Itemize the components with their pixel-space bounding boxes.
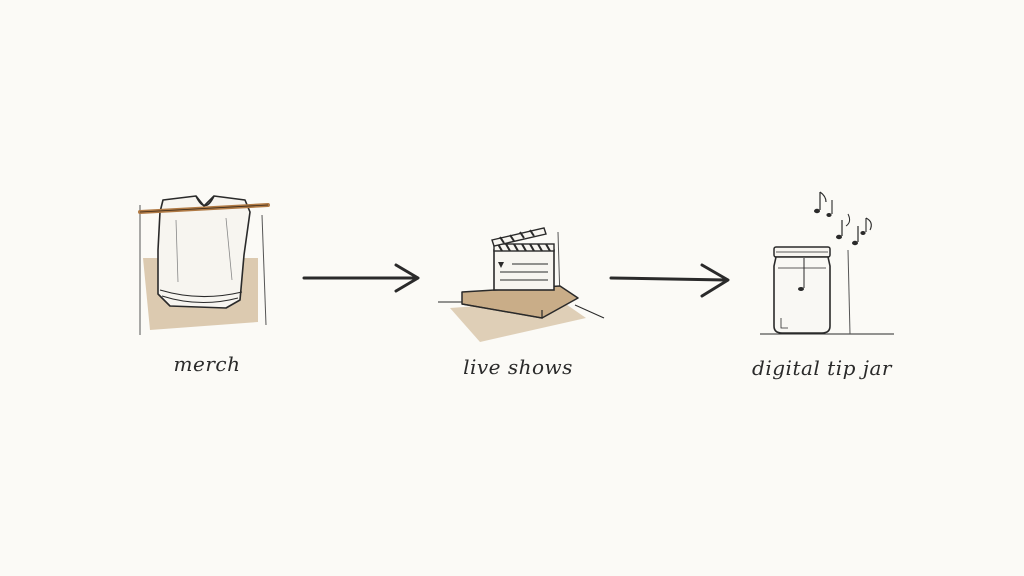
step-label-merch: merch: [173, 352, 241, 376]
t-shirt-icon: [138, 195, 270, 335]
step-label-live-shows: live shows: [463, 355, 573, 379]
music-notes-icon: [814, 191, 872, 246]
tip-jar-icon: [760, 191, 894, 335]
arrow-right-icon: [609, 263, 730, 298]
step-label-digital-tip-jar: digital tip jar: [752, 356, 892, 380]
arrow-right-icon: [302, 263, 420, 293]
clapperboard-icon: [438, 227, 605, 342]
